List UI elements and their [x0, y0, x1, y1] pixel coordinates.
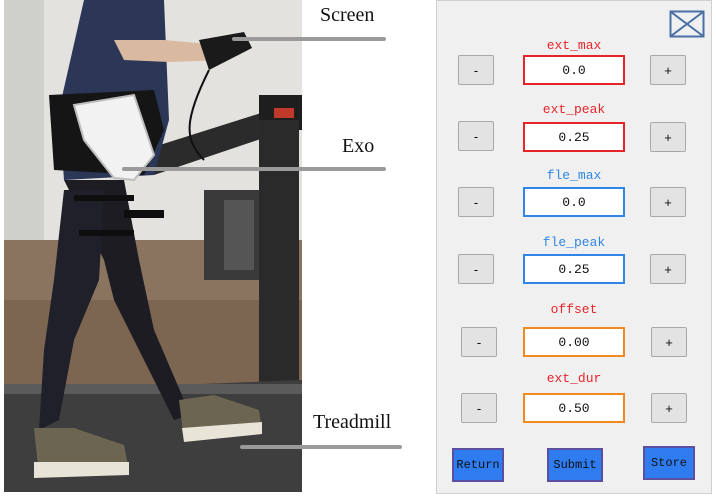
hourglass-bowtie-icon: [669, 10, 705, 38]
ext-peak-value-field[interactable]: 0.25: [523, 122, 625, 152]
photo-panel: [4, 0, 302, 492]
ext-dur-increment-button[interactable]: +: [651, 393, 687, 423]
exo-callout-label: Exo: [342, 135, 375, 157]
store-button[interactable]: Store: [643, 446, 695, 480]
fle-peak-label: fle_peak: [542, 235, 606, 250]
fle-peak-decrement-button[interactable]: -: [458, 254, 494, 284]
ext-peak-label: ext_peak: [542, 102, 606, 117]
ext-peak-increment-button[interactable]: +: [650, 122, 686, 152]
fle-peak-value-field[interactable]: 0.25: [523, 254, 625, 284]
fle-max-decrement-button[interactable]: -: [458, 187, 494, 217]
submit-button[interactable]: Submit: [547, 448, 603, 482]
fle-max-increment-button[interactable]: +: [650, 187, 686, 217]
treadmill-callout-line: [240, 445, 402, 449]
fle-max-value-field[interactable]: 0.0: [523, 187, 625, 217]
treadmill-callout-label: Treadmill: [313, 411, 392, 433]
ext-dur-label: ext_dur: [546, 371, 602, 386]
fle-max-label: fle_max: [546, 168, 602, 183]
return-button[interactable]: Return: [452, 448, 504, 482]
fle-peak-increment-button[interactable]: +: [650, 254, 686, 284]
offset-value-field[interactable]: 0.00: [523, 327, 625, 357]
screen-callout-line: [232, 37, 386, 41]
exo-callout-line: [122, 167, 386, 171]
ext-max-decrement-button[interactable]: -: [458, 55, 494, 85]
control-panel: ext_max - 0.0 + ext_peak - 0.25 + fle_ma…: [436, 0, 712, 494]
ext-peak-decrement-button[interactable]: -: [458, 121, 494, 151]
ext-dur-decrement-button[interactable]: -: [461, 393, 497, 423]
treadmill-photo: [4, 0, 302, 492]
ext-max-label: ext_max: [546, 38, 602, 53]
offset-decrement-button[interactable]: -: [461, 327, 497, 357]
offset-increment-button[interactable]: +: [651, 327, 687, 357]
ext-dur-value-field[interactable]: 0.50: [523, 393, 625, 423]
screen-callout-label: Screen: [320, 4, 375, 26]
ext-max-value-field[interactable]: 0.0: [523, 55, 625, 85]
offset-label: offset: [550, 302, 598, 317]
ext-max-increment-button[interactable]: +: [650, 55, 686, 85]
